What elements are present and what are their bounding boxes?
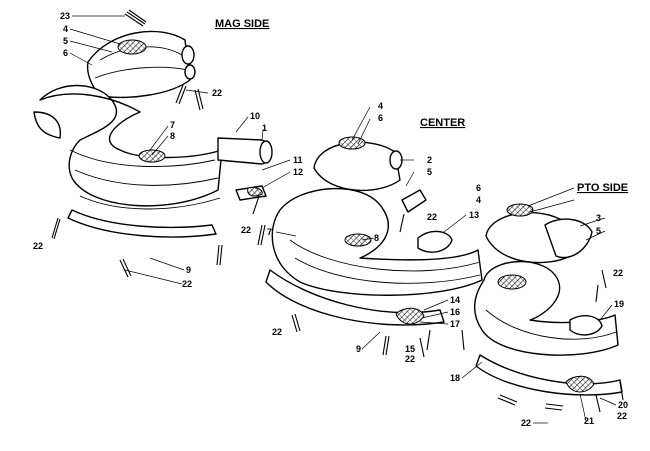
callout-4: 4 [378,101,383,111]
title-pto-side: PTO SIDE [577,182,628,194]
callout-22: 22 [33,241,43,251]
callout-22: 22 [617,411,627,421]
callout-6: 6 [378,113,383,123]
callout-8: 8 [170,131,175,141]
mag-spring-top [124,9,147,27]
center-lower-shield [265,269,445,326]
callout-7: 7 [170,120,175,130]
mag-side-assembly [33,9,273,278]
pto-side-assembly [474,203,624,413]
callout-17: 17 [450,319,460,329]
callout-15: 15 [405,344,415,354]
callout-22: 22 [613,268,623,278]
center-bracket [417,230,453,253]
callout-22: 22 [427,212,437,222]
callout-19: 19 [614,299,624,309]
callout-22: 22 [212,88,222,98]
callout-22: 22 [241,225,251,235]
title-mag-side: MAG SIDE [215,18,269,30]
callout-9: 9 [356,344,361,354]
callout-6: 6 [63,48,68,58]
callout-8: 8 [374,233,379,243]
mag-heat-shield-mesh [117,39,147,55]
callout-20: 20 [618,400,628,410]
pto-bracket [569,315,603,336]
center-assembly [257,136,483,358]
callout-5: 5 [63,36,68,46]
pto-pipe [474,261,619,356]
callout-6: 6 [476,183,481,193]
callout-22: 22 [272,327,282,337]
mag-outlet-2 [184,64,196,80]
mag-outlet [181,45,195,65]
callout-21: 21 [584,416,594,426]
callout-3: 3 [596,213,601,223]
mag-lower-shield [67,209,217,238]
callout-2: 2 [427,155,432,165]
pto-lower-shield [475,354,623,396]
callout-16: 16 [450,307,460,317]
callout-1: 1 [262,123,267,133]
callout-13: 13 [469,210,479,220]
mag-pipe-mesh [138,149,166,163]
callout-18: 18 [450,373,460,383]
callout-4: 4 [63,24,68,34]
center-pipe [271,187,483,296]
callout-5: 5 [596,226,601,236]
callout-22: 22 [182,279,192,289]
callout-11: 11 [293,155,303,165]
callout-12: 12 [293,167,303,177]
callout-14: 14 [450,295,460,305]
callout-22: 22 [521,418,531,428]
mag-pipe [39,84,223,207]
title-center: CENTER [420,117,465,129]
center-gasket-mesh [395,307,425,325]
callout-4: 4 [476,195,481,205]
center-muffler-body [313,141,401,192]
callout-9: 9 [186,265,191,275]
callout-23: 23 [60,11,70,21]
callout-5: 5 [427,167,432,177]
callout-22: 22 [405,354,415,364]
callout-10: 10 [250,111,260,121]
callout-7: 7 [267,227,272,237]
leader-lines [69,15,617,422]
